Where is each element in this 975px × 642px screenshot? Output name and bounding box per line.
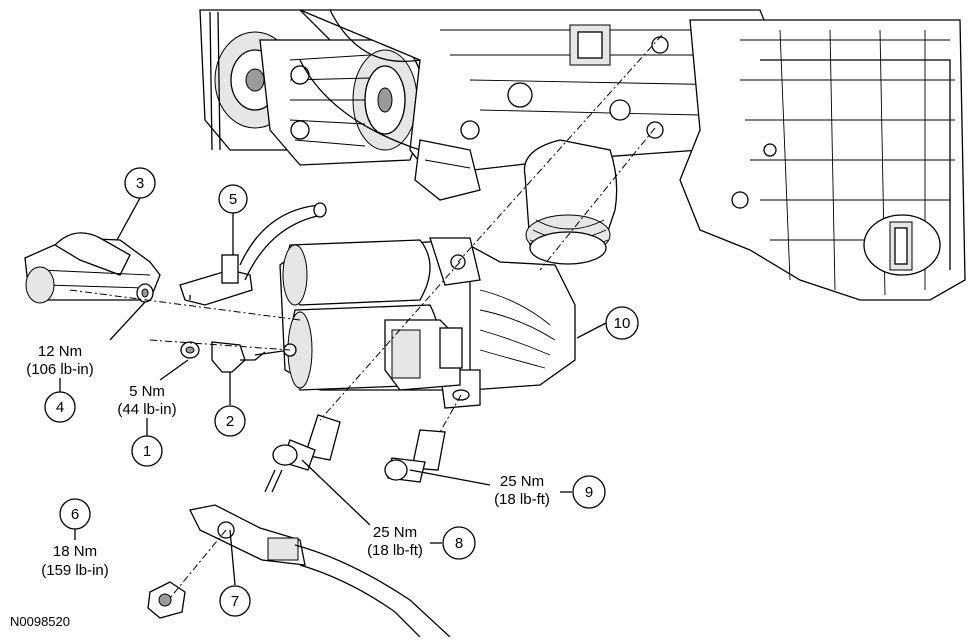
callout-1-torque-nm: 5 Nm [129,383,165,400]
callout-6: 6 18 Nm (159 lb-in) [41,498,109,579]
callout-3-number: 3 [136,175,144,192]
starter-motor [254,237,576,409]
callout-9: 25 Nm (18 lb-ft) 9 [494,473,606,509]
heat-shield-bracket [24,232,161,304]
wiring-bracket [179,202,327,306]
battery-cable [189,504,451,638]
callout-6-torque-alt: (159 lb-in) [41,562,109,579]
terminal-connector [211,341,266,373]
callout-5-number: 5 [229,191,237,208]
callout-10: 10 [605,306,639,340]
bolt-8 [264,414,341,493]
nut-1 [180,341,200,359]
callout-8-torque-alt: (18 lb-ft) [367,542,423,559]
nut-6 [147,581,186,619]
bolt-9 [384,429,446,483]
callout-3: 3 [124,167,156,199]
callout-9-number: 9 [585,484,593,501]
callout-6-torque-nm: 18 Nm [53,543,97,560]
callout-4-torque-nm: 12 Nm [38,343,82,360]
callout-9-torque-nm: 25 Nm [500,473,544,490]
callout-4-torque-alt: (106 lb-in) [26,361,94,378]
figure-id: N0098520 [10,614,70,629]
callout-2-number: 2 [226,413,234,430]
callout-1-torque-alt: (44 lb-in) [117,401,176,418]
callout-1: 5 Nm (44 lb-in) 1 [117,383,177,467]
leader-lines [59,197,607,586]
callout-7-number: 7 [231,593,239,610]
callout-8: 25 Nm (18 lb-ft) 8 [367,524,476,560]
engine-assembly [199,9,966,301]
nut-4 [136,283,154,303]
callout-6-number: 6 [71,506,79,523]
callout-4: 12 Nm (106 lb-in) 4 [26,343,94,423]
callout-7: 7 [219,585,251,617]
callout-4-number: 4 [56,399,64,416]
callout-1-number: 1 [143,443,151,460]
callout-8-torque-nm: 25 Nm [373,524,417,541]
callout-9-torque-alt: (18 lb-ft) [494,491,550,508]
callout-5: 5 [218,184,248,214]
callout-8-number: 8 [455,535,463,552]
assembly-centerlines [69,34,663,599]
callout-2: 2 [214,405,246,437]
callout-10-number: 10 [614,315,631,332]
